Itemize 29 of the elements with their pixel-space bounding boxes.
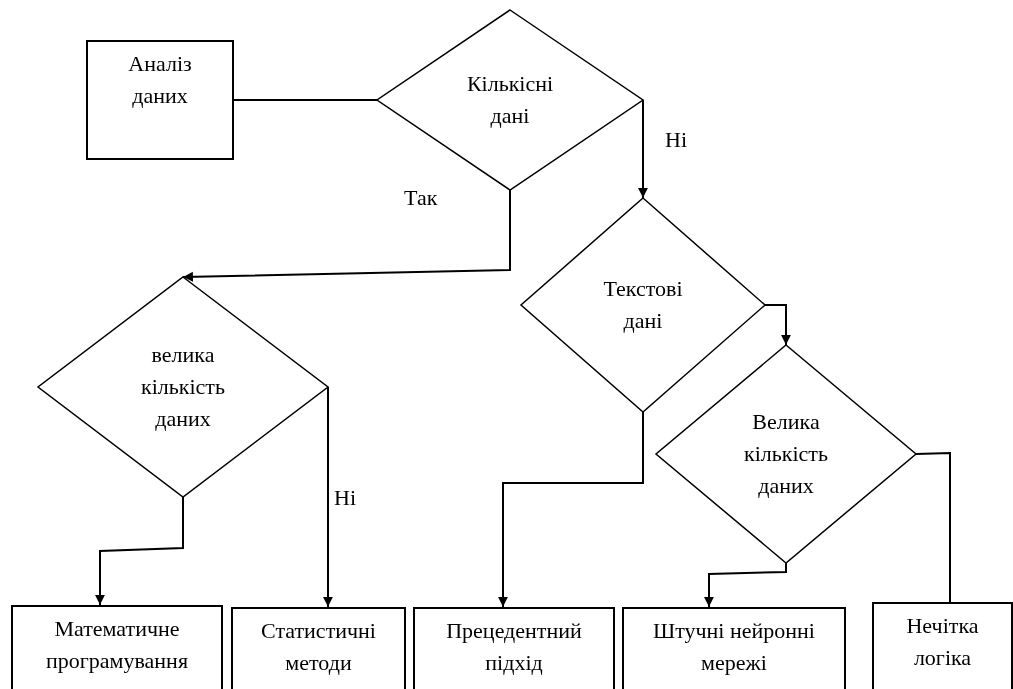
- node-text: Нечітка логіка: [905, 612, 980, 672]
- node-text: Статистичні методи: [260, 617, 377, 677]
- arrow: [704, 562, 787, 608]
- decision-diamond: [377, 10, 643, 190]
- node-text: Аналіз даних: [127, 50, 193, 110]
- arrow: [182, 189, 511, 282]
- arrow: [498, 411, 644, 608]
- node-text: Текстові дані: [602, 275, 684, 335]
- node-text: велика кількість даних: [140, 341, 226, 433]
- decision-diamond: [521, 198, 765, 412]
- arrow: [95, 496, 184, 606]
- arrow: [638, 99, 648, 199]
- decision-diamond: [656, 345, 916, 563]
- process-box: [11, 605, 223, 689]
- process-box: [872, 602, 1013, 689]
- process-box: [86, 40, 234, 160]
- node-text: Прецедентний підхід: [445, 617, 583, 677]
- decision-diamond: [38, 277, 328, 497]
- arrow: [323, 386, 333, 608]
- node-text: Велика кількість даних: [743, 408, 829, 500]
- node-text: Кількісні дані: [465, 70, 555, 130]
- process-box: [622, 607, 846, 689]
- connector-line: [915, 451, 951, 603]
- node-text: Штучні нейронні мережі: [652, 617, 816, 677]
- connector-line: [233, 99, 378, 101]
- node-text: Математичне програмування: [45, 615, 189, 675]
- process-box: [413, 607, 615, 689]
- arrow: [764, 304, 791, 346]
- process-box: [231, 607, 406, 689]
